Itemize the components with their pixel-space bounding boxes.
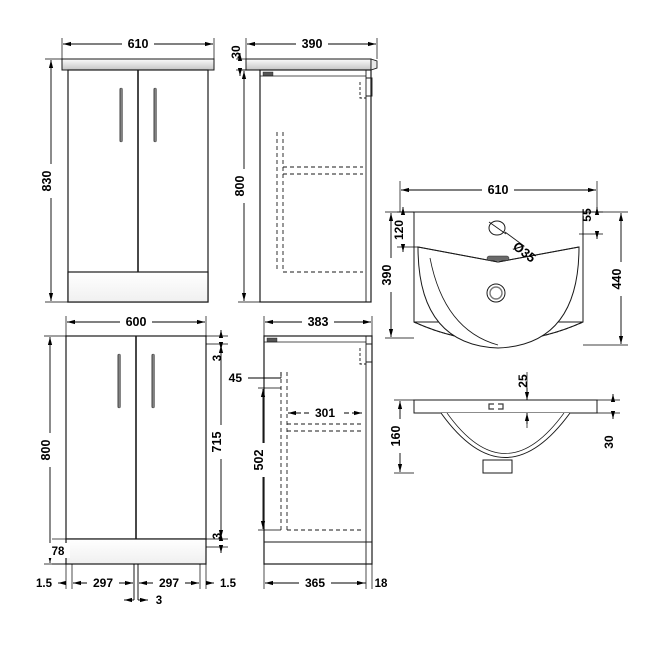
- dim-301: 301: [288, 405, 362, 421]
- dim-label-78: 78: [52, 546, 65, 558]
- tap-hole-leader: [504, 231, 525, 247]
- dim-440: 440: [583, 211, 629, 346]
- dim-stack-right-front-lower: 3 715 3: [206, 330, 229, 553]
- dim-label-830: 830: [40, 171, 54, 192]
- dim-label-610-front-upper: 610: [128, 37, 149, 51]
- bowl-inner-curve: [429, 257, 499, 346]
- tap-hole-cross: [488, 221, 507, 235]
- dim-bottom-front-lower: 297 297 1.5 1.5 3: [36, 564, 237, 607]
- plinth-lower: [65, 538, 207, 565]
- dim-label-390-basin: 390: [380, 265, 394, 286]
- hinge-detail-lower: [359, 348, 366, 365]
- view-side-upper: 390 30 800: [229, 36, 378, 303]
- hinge-bracket: [366, 77, 373, 97]
- view-front-lower: 600 800 3 715 3: [36, 314, 237, 607]
- dim-label-160: 160: [389, 426, 403, 447]
- dim-label-3-centre: 3: [156, 595, 162, 607]
- dim-label-3-bottom: 3: [212, 533, 224, 539]
- dim-label-600: 600: [126, 315, 147, 329]
- dim-800-side-upper: 800: [233, 69, 260, 303]
- dim-45: 45: [229, 371, 282, 385]
- dim-label-1-5-left: 1.5: [36, 578, 53, 590]
- dim-800-front-lower: 800: [39, 335, 66, 565]
- door-handle-left: [119, 87, 123, 143]
- basin-bowl-section-inner: [446, 412, 565, 454]
- worktop-slab-side: [245, 58, 372, 71]
- dim-label-120: 120: [392, 220, 406, 240]
- dim-label-502: 502: [252, 450, 266, 471]
- dim-label-55: 55: [580, 208, 594, 222]
- door-handle-right-lower: [151, 353, 155, 409]
- view-side-lower: 383 45 301 502 365: [229, 314, 388, 591]
- dim-78-plinth: 78: [47, 538, 70, 565]
- dim-label-440: 440: [610, 269, 624, 290]
- cabinet-side-body: [259, 69, 372, 303]
- dim-label-297-left: 297: [93, 576, 113, 590]
- view-front-upper: 610 830: [40, 36, 215, 303]
- door-handle-right: [153, 87, 157, 143]
- dim-label-610-basin: 610: [488, 183, 509, 197]
- dim-30-basin: 30: [597, 394, 620, 449]
- plinth: [67, 271, 209, 303]
- door-handle-left-lower: [117, 353, 121, 409]
- hinge-bracket-lower: [366, 343, 373, 363]
- dim-label-301: 301: [315, 406, 335, 420]
- overflow-slot: [486, 255, 510, 261]
- dim-label-30-top: 30: [229, 45, 243, 59]
- dim-label-715: 715: [210, 432, 224, 453]
- waste-boss: [482, 459, 513, 474]
- cabinet-side-body-lower: [263, 335, 373, 565]
- dim-160: 160: [389, 399, 414, 474]
- worktop-front-edge: [370, 58, 378, 71]
- view-basin-plan: Ø35 610 120 390: [380, 181, 629, 349]
- dim-label-45: 45: [229, 371, 243, 385]
- basin-bowl-section: [440, 412, 571, 458]
- dim-610-basin: 610: [399, 181, 598, 212]
- dim-label-18: 18: [375, 578, 388, 590]
- top-fixing-detail: [262, 71, 274, 77]
- dim-label-390-side: 390: [302, 37, 323, 51]
- dim-600-front-lower: 600: [65, 314, 207, 336]
- waste-hole-inner: [489, 286, 503, 300]
- dim-25: 25: [516, 372, 530, 428]
- dim-label-800-side: 800: [233, 176, 247, 197]
- hinge-detail-upper: [359, 82, 366, 99]
- worktop-slab: [61, 58, 215, 71]
- overflow-mark-left: [488, 403, 494, 410]
- view-basin-section: 160 25 30: [389, 372, 620, 474]
- dim-830-front-upper: 830: [40, 58, 68, 303]
- basin-rim-slab: [413, 399, 598, 414]
- dim-label-297-right: 297: [159, 576, 179, 590]
- dim-label-3-top: 3: [212, 355, 224, 361]
- dim-label-800-front: 800: [39, 440, 53, 461]
- dim-383: 383: [263, 314, 373, 336]
- basin-bowl-rim-fold: [417, 246, 580, 263]
- dim-label-365: 365: [305, 576, 325, 590]
- dim-390-basin: 390: [380, 211, 414, 339]
- dim-label-30-basin: 30: [602, 435, 616, 449]
- dim-502: 502: [252, 387, 281, 531]
- dim-365-18: 365 18: [263, 564, 388, 591]
- dim-label-1-5-right: 1.5: [220, 578, 237, 590]
- dim-610-front-upper: 610: [61, 36, 215, 59]
- top-fixing-detail-lower: [266, 337, 278, 343]
- overflow-mark-right: [498, 403, 504, 410]
- dim-label-383: 383: [308, 315, 329, 329]
- dim-390-side-upper: 390: [245, 36, 378, 59]
- dim-label-25: 25: [516, 374, 530, 388]
